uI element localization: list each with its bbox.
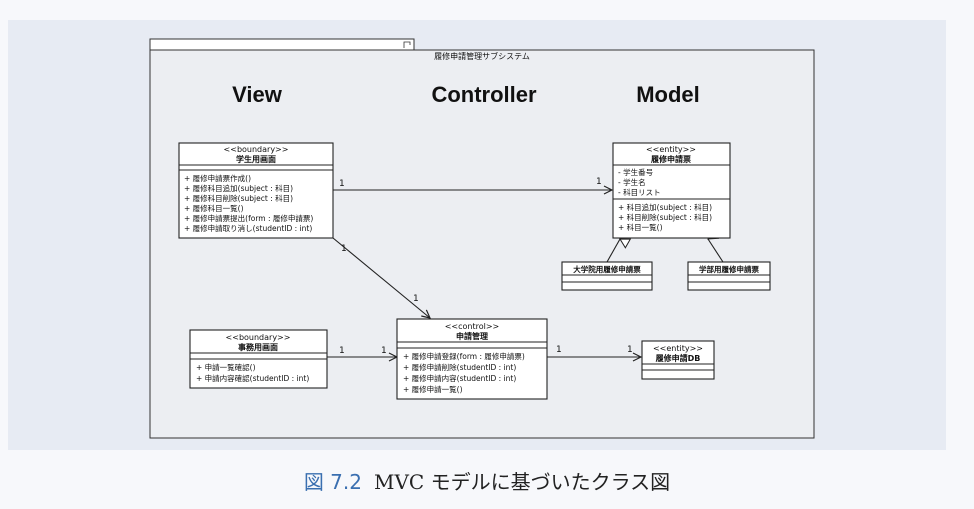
mgmt-stereotype: <<control>>	[445, 322, 500, 331]
form-attr: - 学生名	[618, 177, 646, 187]
student-screen-op: + 履修科目削除(subject : 科目)	[184, 193, 293, 203]
class-diagram: 履修申請管理サブシステム View Controller Model 1 1 1…	[149, 38, 815, 439]
student-screen-op: + 履修申請取り消し(studentID : int)	[184, 223, 312, 233]
controller-heading: Controller	[431, 82, 537, 107]
student-screen-op: + 履修科目一覧()	[184, 203, 244, 213]
student-screen-stereotype: <<boundary>>	[224, 145, 289, 154]
class-student-screen: <<boundary>> 学生用画面 + 履修申請票作成() + 履修科目追加(…	[178, 142, 334, 239]
generalization-grad	[606, 239, 620, 263]
assoc-student-mgmt	[332, 237, 430, 318]
figure-caption: 図 7.2 MVC モデルに基づいたクラス図	[0, 466, 974, 495]
generalization-undergrad	[708, 239, 724, 263]
mult-office-mgmt-dst: 1	[381, 346, 387, 356]
form-op: + 科目一覧()	[618, 222, 663, 232]
mult-student-mgmt-dst: 1	[413, 294, 419, 304]
class-undergrad-form: 学部用履修申請票	[687, 261, 771, 291]
mgmt-op: + 履修申請内容(studentID : int)	[403, 373, 516, 383]
mult-mgmt-db-src: 1	[556, 345, 562, 355]
db-name: 履修申請DB	[655, 353, 701, 363]
office-screen-op: + 申請内容確認(studentID : int)	[196, 373, 309, 383]
student-screen-op: + 履修申請票作成()	[184, 173, 251, 183]
grad-form-name: 大学院用履修申請票	[573, 264, 641, 274]
db-stereotype: <<entity>>	[653, 344, 703, 353]
class-grad-form: 大学院用履修申請票	[561, 261, 653, 291]
student-screen-name: 学生用画面	[236, 154, 276, 164]
mgmt-op: + 履修申請一覧()	[403, 384, 463, 394]
office-screen-op: + 申請一覧確認()	[196, 362, 256, 372]
office-screen-stereotype: <<boundary>>	[226, 333, 291, 342]
caption-text: MVC モデルに基づいたクラス図	[373, 470, 671, 494]
form-op: + 科目追加(subject : 科目)	[618, 202, 712, 212]
student-screen-op: + 履修科目追加(subject : 科目)	[184, 183, 293, 193]
caption-number: 図 7.2	[303, 470, 362, 494]
form-stereotype: <<entity>>	[646, 145, 696, 154]
form-name: 履修申請票	[650, 154, 691, 164]
mgmt-op: + 履修申請登録(form : 履修申請票)	[403, 351, 525, 361]
office-screen-name: 事務用画面	[238, 342, 278, 352]
class-application-mgmt: <<control>> 申請管理 + 履修申請登録(form : 履修申請票) …	[396, 318, 548, 400]
mult-student-mgmt-src: 1	[341, 244, 347, 254]
mgmt-op: + 履修申請削除(studentID : int)	[403, 362, 516, 372]
mult-office-mgmt-src: 1	[339, 346, 345, 356]
view-heading: View	[232, 82, 283, 107]
associations	[327, 190, 724, 357]
model-heading: Model	[636, 82, 700, 107]
class-application-db: <<entity>> 履修申請DB	[641, 340, 715, 380]
form-attr: - 学生番号	[618, 167, 653, 177]
mgmt-name: 申請管理	[456, 331, 488, 341]
package-title: 履修申請管理サブシステム	[434, 51, 530, 61]
undergrad-form-name: 学部用履修申請票	[699, 264, 759, 274]
mult-mgmt-db-dst: 1	[627, 345, 633, 355]
mult-student-form-dst: 1	[596, 177, 602, 187]
class-office-screen: <<boundary>> 事務用画面 + 申請一覧確認() + 申請内容確認(s…	[189, 329, 328, 389]
form-attr: - 科目リスト	[618, 187, 661, 197]
mult-student-form-src: 1	[339, 179, 345, 189]
class-application-form: <<entity>> 履修申請票 - 学生番号 - 学生名 - 科目リスト + …	[612, 142, 731, 239]
form-op: + 科目削除(subject : 科目)	[618, 212, 712, 222]
student-screen-op: + 履修申請票提出(form : 履修申請票)	[184, 213, 313, 223]
